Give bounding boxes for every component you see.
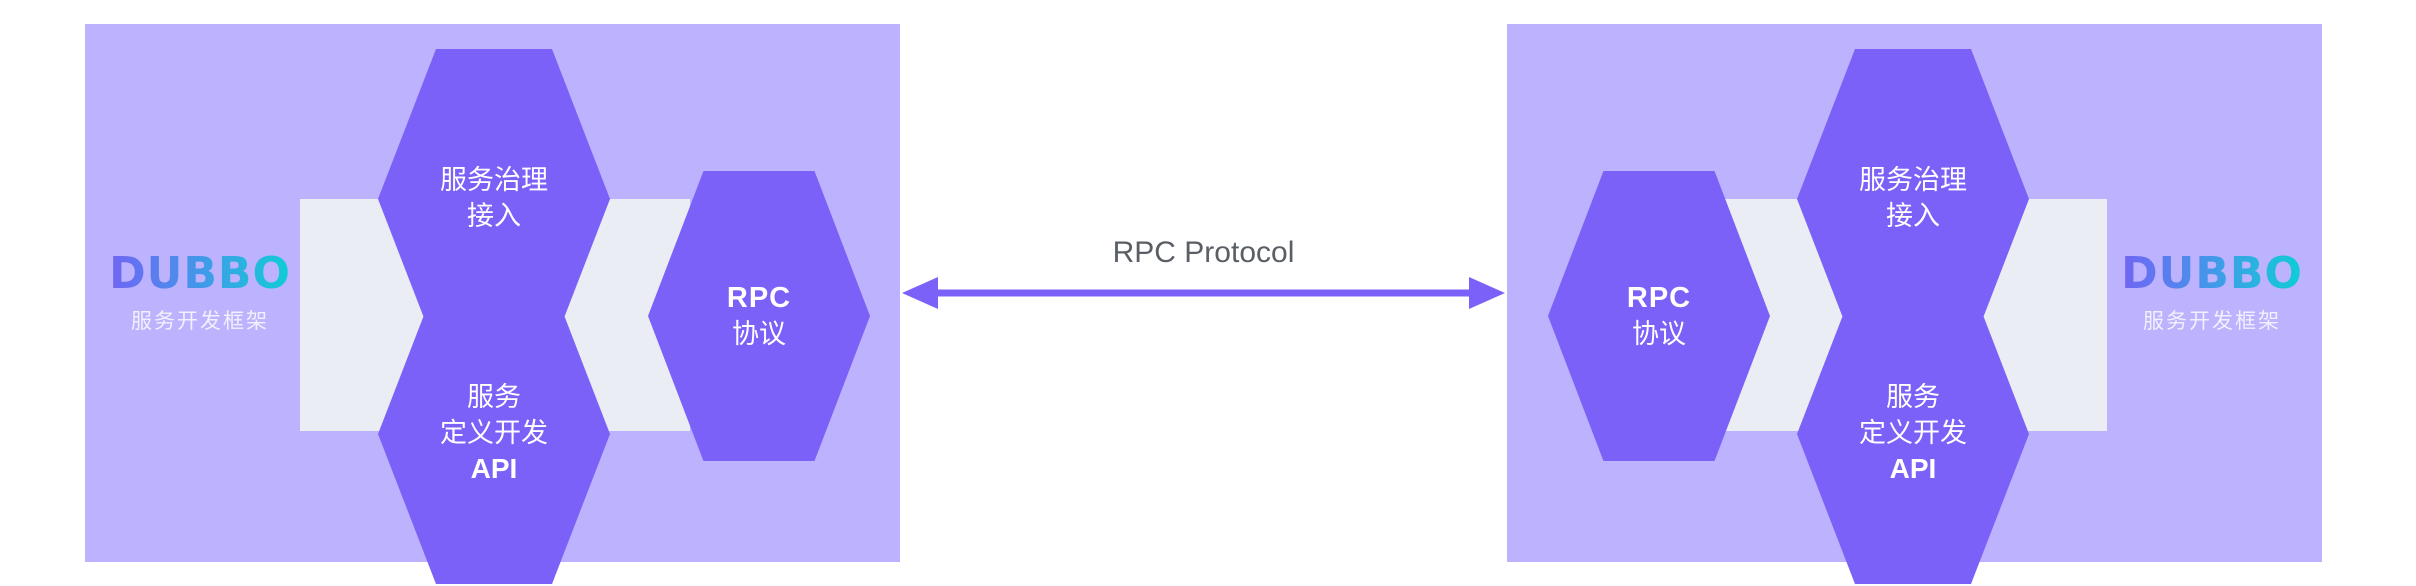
- dubbo-subtitle: 服务开发框架: [2143, 309, 2281, 333]
- dubbo-subtitle: 服务开发框架: [131, 309, 269, 333]
- service-panel-right: 业务逻辑 服务治理 接入 服务 定义开发 API RPC 协议 DUBBO 服务…: [1507, 24, 2322, 584]
- dubbo-logo-right: DUBBO 服务开发框架: [2102, 252, 2322, 335]
- dubbo-wordmark: DUBBO: [90, 252, 310, 296]
- double-headed-arrow-icon: [902, 277, 1505, 309]
- dubbo-logo-left: DUBBO 服务开发框架: [90, 252, 310, 335]
- hexagon-line-1: RPC: [726, 282, 792, 315]
- hexagon-line-2: 接入: [1886, 201, 1940, 231]
- hexagon-line-1: 服务治理: [1859, 165, 1967, 196]
- service-panel-left: DUBBO 服务开发框架 业务逻辑 服务治理 接入 服务 定义开发 API RP…: [85, 24, 900, 584]
- hexagon-line-2: 协议: [732, 319, 786, 350]
- hexagon-line-2: 定义开发: [440, 417, 548, 448]
- hexagon-line-3: API: [1889, 453, 1937, 485]
- dubbo-wordmark: DUBBO: [2102, 252, 2322, 296]
- hexagon-line-3: API: [470, 453, 518, 485]
- hexagon-line-1: 服务: [467, 381, 521, 412]
- hexagon-line-2: 定义开发: [1859, 417, 1967, 448]
- hexagon-line-1: RPC: [1626, 282, 1692, 315]
- hexagon-line-1: 服务: [1886, 381, 1940, 412]
- rpc-connector: RPC Protocol: [900, 0, 1507, 586]
- hexagon-line-1: 服务治理: [440, 165, 548, 196]
- hexagon-line-2: 协议: [1632, 319, 1686, 350]
- hexagon-line-2: 接入: [467, 201, 521, 231]
- hexagon-service-definition-api-left[interactable]: 服务 定义开发 API: [378, 284, 610, 584]
- rpc-protocol-label: RPC Protocol: [1112, 236, 1295, 269]
